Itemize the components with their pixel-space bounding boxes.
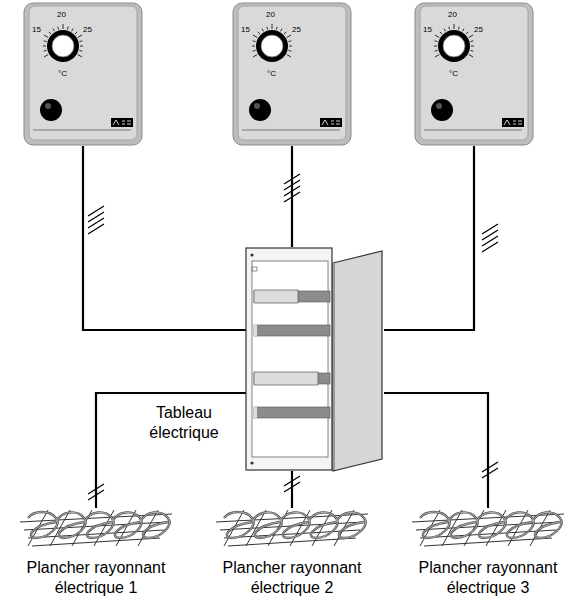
thermo-drawing <box>23 2 143 146</box>
cabinet-drawing <box>246 247 384 471</box>
dial-scale: 15 <box>241 26 250 34</box>
floor-drawing <box>408 508 568 548</box>
thermo-drawing <box>232 2 352 146</box>
floor-drawing <box>212 508 372 548</box>
cable <box>291 146 293 247</box>
cable <box>83 146 246 330</box>
thermostat: 15 20 25 °C <box>414 2 534 146</box>
thermo-drawing <box>414 2 534 146</box>
thermostat: 15 20 25 °C <box>232 2 352 146</box>
dial-scale: 20 <box>57 11 66 19</box>
radiant-floor: Plancher rayonnant électrique 1 <box>16 508 176 548</box>
dial-scale: 20 <box>266 11 275 19</box>
thermostat: 15 20 25 °C <box>23 2 143 146</box>
cable <box>96 393 246 508</box>
dial-scale: 15 <box>32 26 41 34</box>
dial-scale: 25 <box>83 26 92 34</box>
floor-label: Plancher rayonnant électrique 3 <box>404 558 572 598</box>
radiant-floor: Plancher rayonnant électrique 2 <box>212 508 372 548</box>
dial-scale: 25 <box>292 26 301 34</box>
dial-scale: 20 <box>448 11 457 19</box>
dial-scale: 25 <box>474 26 483 34</box>
floor-label: Plancher rayonnant électrique 1 <box>12 558 180 598</box>
radiant-floor: Plancher rayonnant électrique 3 <box>408 508 568 548</box>
dial-scale: °C <box>449 70 458 78</box>
dial-scale: 15 <box>423 26 432 34</box>
cable <box>291 471 293 508</box>
electrical-panel: Tableau électrique <box>246 247 384 471</box>
dial-scale: °C <box>267 70 276 78</box>
dial-scale: °C <box>58 70 67 78</box>
cable <box>384 146 474 330</box>
cable <box>384 393 488 508</box>
floor-label: Plancher rayonnant électrique 2 <box>208 558 376 598</box>
floor-drawing <box>16 508 176 548</box>
panel-label: Tableau électrique <box>134 403 234 443</box>
